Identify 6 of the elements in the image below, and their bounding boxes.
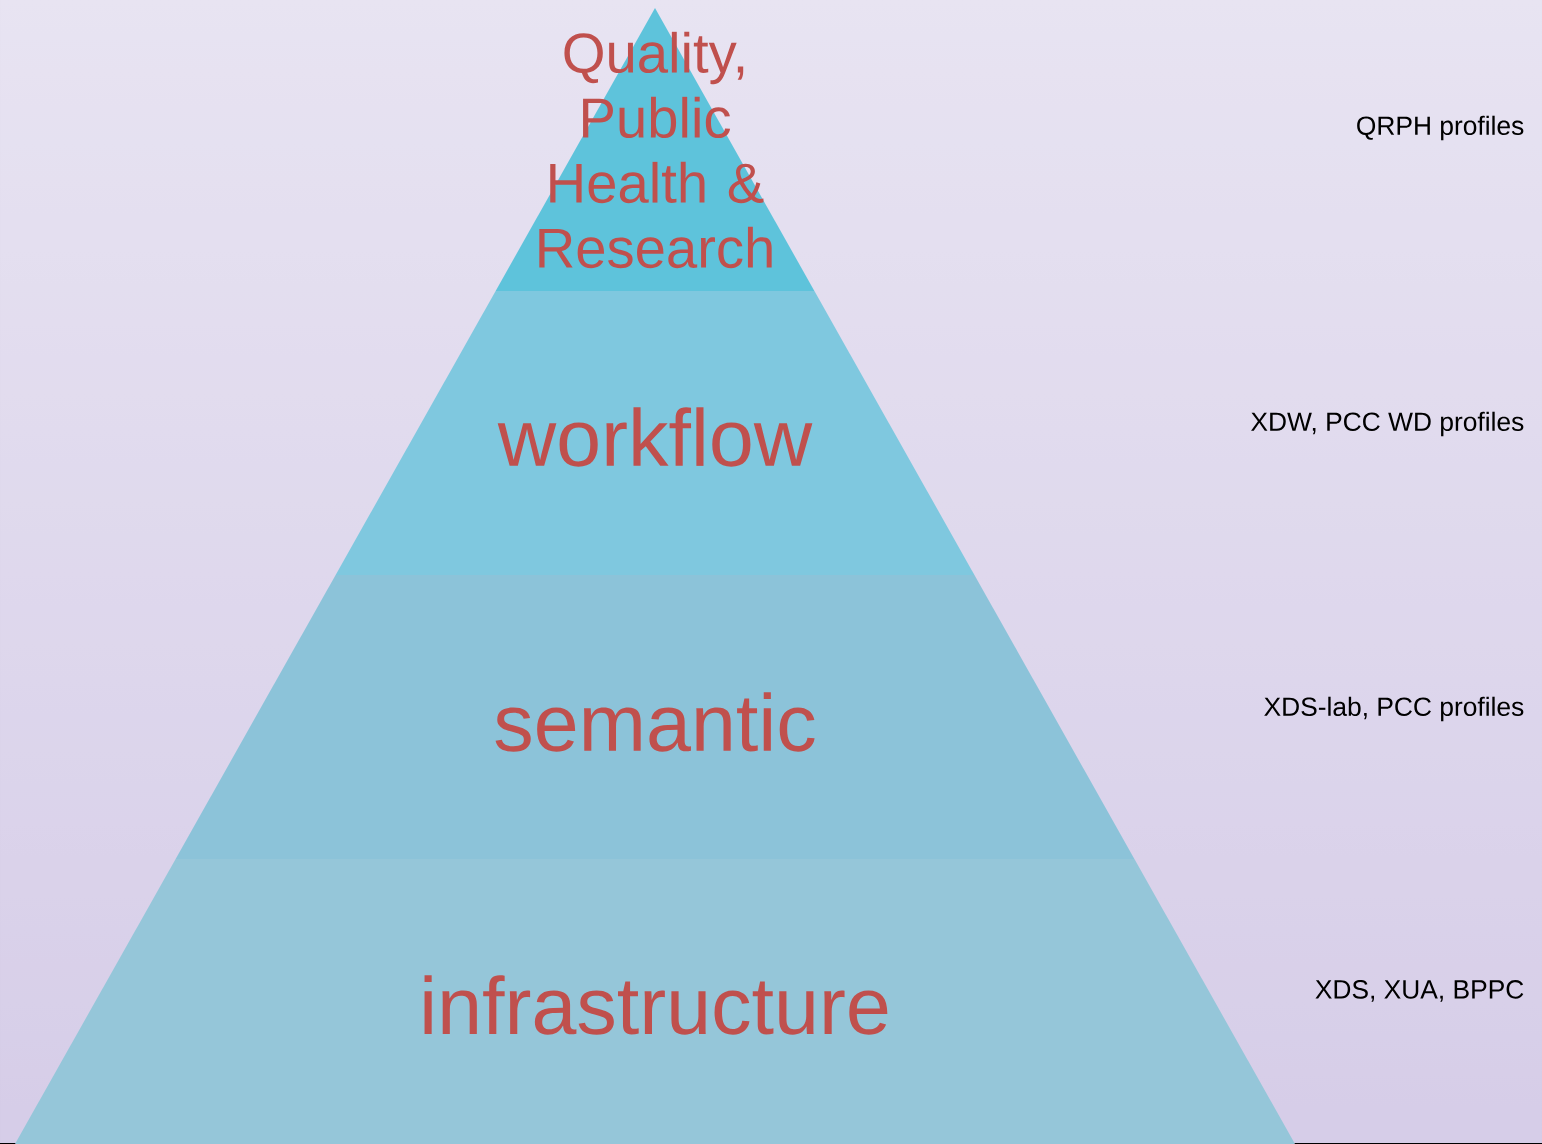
pyramid-band: infrastructure [15,859,1295,1144]
side-label: XDS-lab, PCC profiles [1264,696,1524,722]
side-label: XDW, PCC WD profiles [1251,411,1524,437]
pyramid-band: workflow [335,290,975,575]
side-label: QRPH profiles [1357,115,1524,141]
pyramid-band: semantic [175,575,1135,859]
